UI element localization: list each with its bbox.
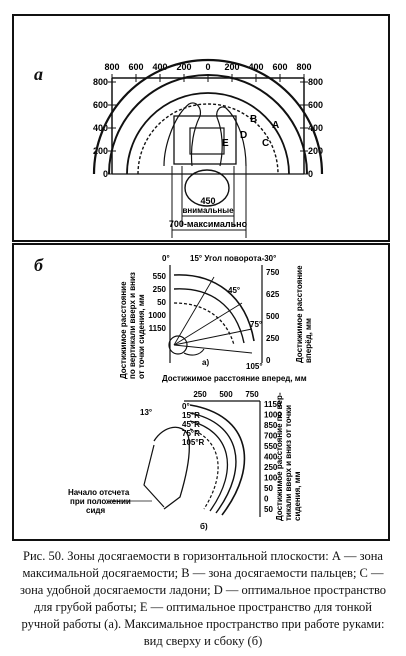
- side-right-axis-label: Достижимое расстояние по вер- тикали вве…: [275, 390, 302, 521]
- top-view-right-tick: 0: [266, 356, 271, 365]
- figure-caption: Рис. 50. Зоны досягаемости в горизонталь…: [19, 549, 387, 648]
- side-view-right-tick: 850: [264, 421, 278, 430]
- top-view-left-tick: 250: [153, 285, 167, 294]
- top-view-left-tick: 550: [153, 272, 167, 281]
- top-right-axis-label: Достижимое расстояние вперёд, мм: [295, 263, 313, 363]
- side-view-top-tick: 250: [193, 390, 207, 399]
- top-bottom-axis-label: Достижимое расстояние вперед, мм: [162, 374, 307, 383]
- top-tick-label: 800: [296, 62, 311, 72]
- top-tick-label: 400: [248, 62, 263, 72]
- top-view-right-tick: 750: [266, 268, 280, 277]
- left-side-tick-label: 800: [93, 77, 108, 87]
- zone-a-label: A: [272, 120, 279, 131]
- top-view-right-tick: 625: [266, 290, 280, 299]
- side-view-right-tick: 1150: [264, 400, 282, 409]
- zone-d-label: D: [240, 130, 247, 141]
- zone-b-label: B: [250, 114, 257, 125]
- top-view-right-tick: 500: [266, 312, 280, 321]
- side-view-top-tick: 750: [245, 390, 259, 399]
- origin-label-2: при положении: [70, 497, 131, 506]
- side-view-right-tick: 100: [264, 474, 278, 483]
- left-side-tick-label: 400: [93, 123, 108, 133]
- origin-label-1: Начало отсчета: [68, 488, 130, 497]
- side-view-right-tick: 0: [264, 495, 269, 504]
- top-view-left-tick: 1000: [148, 311, 166, 320]
- panel-b-diagram: 0° 15° Угол поворота-30° Достижимое расс…: [68, 254, 313, 531]
- side-view-angle-label: 45°R: [182, 420, 200, 429]
- side-view-right-tick: 50: [264, 505, 273, 514]
- panel-b-letter: б: [34, 255, 43, 275]
- side-view-angle-label: 75°R: [182, 429, 200, 438]
- top-tick-label: 200: [176, 62, 191, 72]
- top-tick-label: 200: [224, 62, 239, 72]
- dim-outer-label: 700-максимально: [169, 219, 248, 229]
- angle-105-label: 105°: [246, 362, 263, 371]
- top-tick-label: 800: [104, 62, 119, 72]
- right-side-tick-label: 0: [308, 169, 313, 179]
- top-tick-label: 400: [152, 62, 167, 72]
- angle-45-label: 45°: [228, 286, 240, 295]
- dim-inner-value: 450: [200, 196, 215, 206]
- left-side-tick-label: 0: [103, 169, 108, 179]
- side-left-angle: 13°: [140, 408, 152, 417]
- origin-label-3: сидя: [86, 506, 105, 515]
- right-side-tick-label: 600: [308, 100, 323, 110]
- panel-a: а 800 600 400 200 0 200 400 600 800 800 800 600 600…: [12, 14, 390, 242]
- side-view-angle-label: 15°R: [182, 411, 200, 420]
- top-left-axis-label: Достижимое расстояние по вертикали вверх…: [119, 270, 146, 379]
- zone-c-label: C: [262, 138, 269, 149]
- right-side-tick-label: 200: [308, 146, 323, 156]
- side-view-top-tick: 500: [219, 390, 233, 399]
- top-tick-label: 0: [205, 62, 210, 72]
- panel-a-diagram: 800 600 400 200 0 200 400 600 800 800 800 600 600 40…: [92, 58, 324, 238]
- right-side-tick-label: 800: [308, 77, 323, 87]
- top-view-left-tick: 1150: [149, 324, 167, 333]
- side-view-right-tick: 550: [264, 442, 278, 451]
- top-tick-label: 600: [128, 62, 143, 72]
- panel-a-letter: а: [34, 64, 43, 84]
- top-view-right-tick: 250: [266, 334, 280, 343]
- angle-0-label: 0°: [162, 254, 170, 263]
- side-view-angle-label: 0°: [182, 402, 190, 411]
- dim-inner-label: внимальные: [182, 206, 234, 215]
- side-view-right-tick: 250: [264, 463, 278, 472]
- left-side-tick-label: 200: [93, 146, 108, 156]
- top-view-sublabel: а): [202, 358, 209, 367]
- side-view-right-tick: 700: [264, 432, 278, 441]
- side-view-right-tick: 400: [264, 453, 278, 462]
- top-view-left-tick: 50: [157, 298, 166, 307]
- angle-75-label: 75°: [250, 320, 262, 329]
- zone-e-label: E: [222, 138, 229, 149]
- angle-title: 15° Угол поворота-30°: [190, 254, 276, 263]
- top-tick-label: 600: [272, 62, 287, 72]
- side-view-angle-label: 105°R: [182, 438, 205, 447]
- panel-b: б 0° 15° Угол поворота-30° Достижимое ра…: [12, 243, 390, 541]
- right-side-tick-label: 400: [308, 123, 323, 133]
- side-view-right-tick: 50: [264, 484, 273, 493]
- side-view-sublabel: б): [200, 522, 208, 531]
- left-side-tick-label: 600: [93, 100, 108, 110]
- side-view-right-tick: 1000: [264, 411, 282, 420]
